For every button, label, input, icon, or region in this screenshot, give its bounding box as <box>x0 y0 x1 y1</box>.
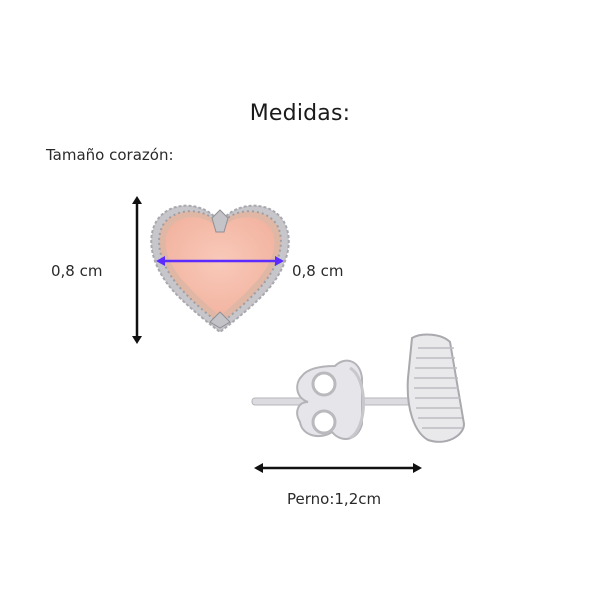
heart-earring-front-image <box>150 204 290 334</box>
earring-side-view-image <box>251 333 466 443</box>
pin-length-arrow-icon <box>254 463 422 473</box>
page-title: Medidas: <box>249 101 351 126</box>
heart-size-heading: Tamaño corazón: <box>46 146 174 164</box>
height-arrow-icon <box>132 196 142 344</box>
pin-length-label: Perno:1,2cm <box>287 490 382 508</box>
width-arrow-icon <box>156 256 284 266</box>
heart-height-label: 0,8 cm <box>51 262 103 280</box>
heart-width-label: 0,8 cm <box>292 262 344 280</box>
